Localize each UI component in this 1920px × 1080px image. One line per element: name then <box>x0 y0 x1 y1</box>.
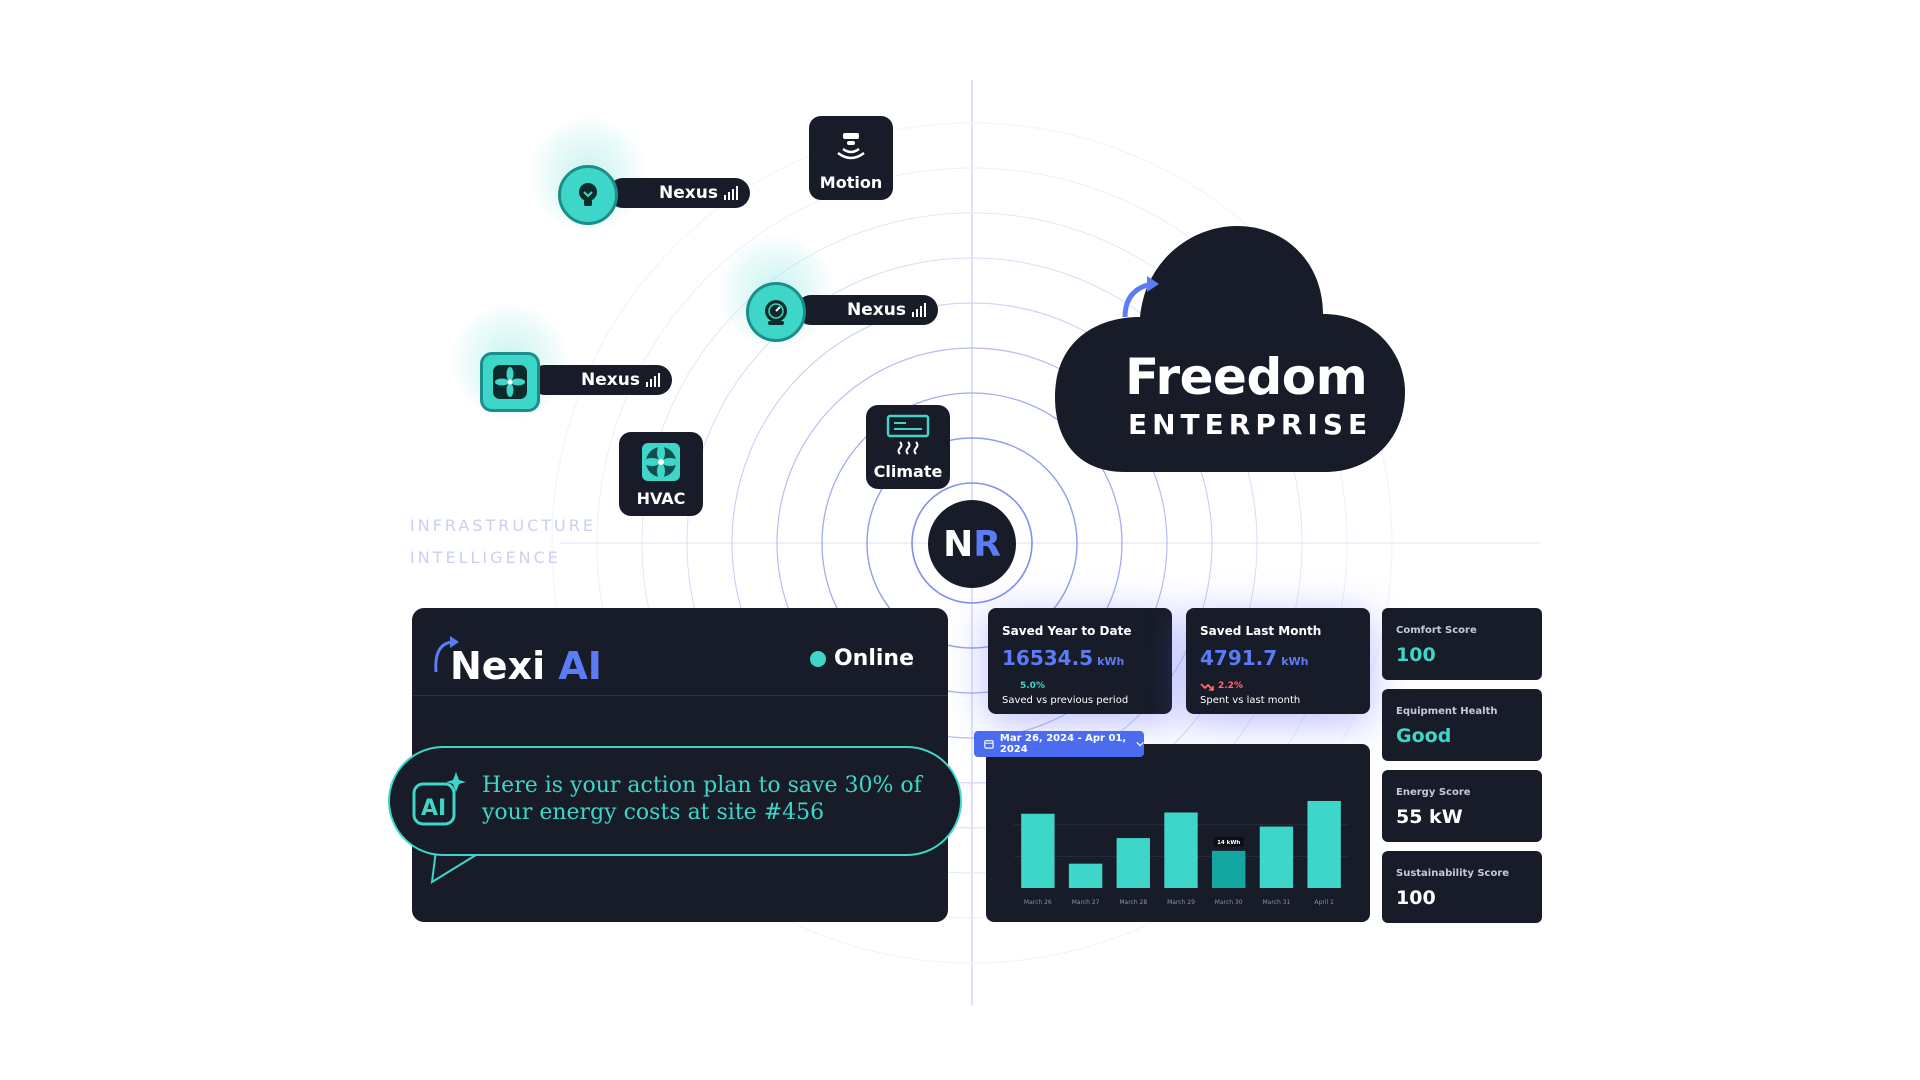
motion-sensor-icon <box>837 133 865 160</box>
chart-bar[interactable] <box>1212 850 1246 888</box>
signal-icon <box>912 303 926 317</box>
nexus-pill: Nexus <box>796 295 938 325</box>
nexus-sensor-fan[interactable]: Nexus <box>450 302 710 422</box>
equipment-health-title: Equipment Health <box>1396 706 1498 717</box>
chart-bar[interactable] <box>1307 800 1341 888</box>
x-tick-label: March 27 <box>1072 899 1100 906</box>
nexi-header: Nexi AI Online <box>412 608 948 696</box>
infrastructure-label: INFRASTRUCTURE <box>410 516 596 535</box>
signal-icon <box>724 186 738 200</box>
saved-ytd-title: Saved Year to Date <box>1002 624 1132 638</box>
nexus-pill: Nexus <box>608 178 750 208</box>
cloud-subtitle: ENTERPRISE <box>1128 408 1373 441</box>
intelligence-label: INTELLIGENCE <box>410 548 561 567</box>
saved-month-number: 4791.7 <box>1200 646 1278 670</box>
equipment-health-card: Equipment Health Good <box>1382 689 1542 761</box>
gauge-icon <box>765 300 787 325</box>
bar-tooltip <box>1213 836 1244 847</box>
saved-month-unit: kWh <box>1281 655 1309 668</box>
nexus-label: Nexus <box>847 300 906 320</box>
brand-ai: AI <box>558 644 602 688</box>
status-dot <box>809 650 826 667</box>
signal-icon <box>646 373 660 387</box>
logo-letter-r: R <box>973 523 1001 565</box>
comfort-score-value: 100 <box>1396 644 1436 666</box>
nexus-sensor-lightbulb[interactable]: Nexus <box>528 115 788 235</box>
cloud-title: Freedom <box>1125 348 1368 406</box>
motion-label: Motion <box>819 173 883 192</box>
hvac-tile[interactable]: HVAC <box>619 432 703 516</box>
energy-bar-chart: March 26 March 27 March 28 March 29 March 30… <box>1014 800 1348 906</box>
energy-score-title: Energy Score <box>1396 787 1471 798</box>
fan-disc <box>480 352 540 412</box>
logo-letter-n: N <box>943 523 974 565</box>
energy-score-card: Energy Score 55 kW <box>1382 770 1542 842</box>
energy-score-value: 55 kW <box>1396 806 1463 828</box>
ai-sparkle-icon: AI <box>412 772 466 826</box>
gauge-disc <box>746 282 806 342</box>
date-range-text: Mar 26, 2024 - Apr 01, 2024 <box>999 733 1127 755</box>
sustainability-score-card: Sustainability Score 100 <box>1382 851 1542 923</box>
saved-ytd-number: 16534.5 <box>1002 646 1094 670</box>
motion-tile[interactable]: Motion <box>809 116 893 200</box>
nexus-pill: Nexus <box>530 365 672 395</box>
sustainability-score-value: 100 <box>1396 887 1436 909</box>
brand-arrow-icon <box>434 636 459 673</box>
trend-down-icon <box>1200 683 1214 691</box>
saved-month-delta: 2.2% <box>1218 681 1243 691</box>
brand-nexi: Nexi <box>450 644 546 688</box>
comfort-score-title: Comfort Score <box>1396 625 1477 636</box>
calendar-icon <box>984 740 994 749</box>
saved-ytd-sub: Saved vs previous period <box>1002 695 1129 706</box>
x-tick-label: March 26 <box>1024 899 1052 906</box>
ai-message-text: Here is your action plan to save 30% of … <box>482 773 922 825</box>
air-conditioner-icon <box>886 414 930 455</box>
hvac-label: HVAC <box>636 489 686 508</box>
saved-ytd-unit: kWh <box>1097 655 1125 668</box>
online-status: Online <box>809 646 914 671</box>
nexus-sensor-gauge[interactable]: Nexus <box>716 232 976 352</box>
ai-message-bubble: AI Here is your action plan to save 30% … <box>388 746 962 856</box>
status-text: Online <box>833 646 914 671</box>
nexus-label: Nexus <box>659 183 718 203</box>
bar-tooltip-text: 14 kWh <box>1217 840 1240 846</box>
climate-label: Climate <box>873 462 943 481</box>
x-tick-label: April 1 <box>1314 899 1334 906</box>
chart-bar[interactable] <box>1068 863 1103 888</box>
nexi-brand: Nexi AI <box>450 644 602 688</box>
lightbulb-icon <box>579 183 597 206</box>
date-range-picker[interactable]: Mar 26, 2024 - Apr 01, 2024 <box>974 731 1144 757</box>
saved-month-title: Saved Last Month <box>1200 624 1322 638</box>
saved-month-sub: Spent vs last month <box>1200 695 1301 706</box>
chart-bar[interactable] <box>1164 812 1198 888</box>
saved-ytd-delta: 5.0% <box>1020 681 1045 691</box>
hvac-fan-icon <box>642 443 680 481</box>
chart-bar[interactable] <box>1116 838 1150 888</box>
cloud-shape <box>1055 226 1405 472</box>
chart-bar[interactable] <box>1259 826 1294 888</box>
chart-bar[interactable] <box>1021 813 1055 888</box>
svg-text:AI: AI <box>421 796 446 821</box>
equipment-health-value: Good <box>1396 725 1452 747</box>
sustainability-score-title: Sustainability Score <box>1396 868 1510 879</box>
nexus-label: Nexus <box>581 370 640 390</box>
x-tick-label: March 29 <box>1167 899 1195 906</box>
x-tick-label: March 30 <box>1215 899 1243 906</box>
climate-tile[interactable]: Climate <box>866 405 950 489</box>
x-tick-label: March 28 <box>1119 899 1147 906</box>
chevron-down-icon <box>1136 741 1144 747</box>
x-tick-label: March 31 <box>1263 899 1291 906</box>
fan-icon <box>493 365 527 399</box>
comfort-score-card: Comfort Score 100 <box>1382 608 1542 680</box>
lightbulb-disc <box>558 165 618 225</box>
